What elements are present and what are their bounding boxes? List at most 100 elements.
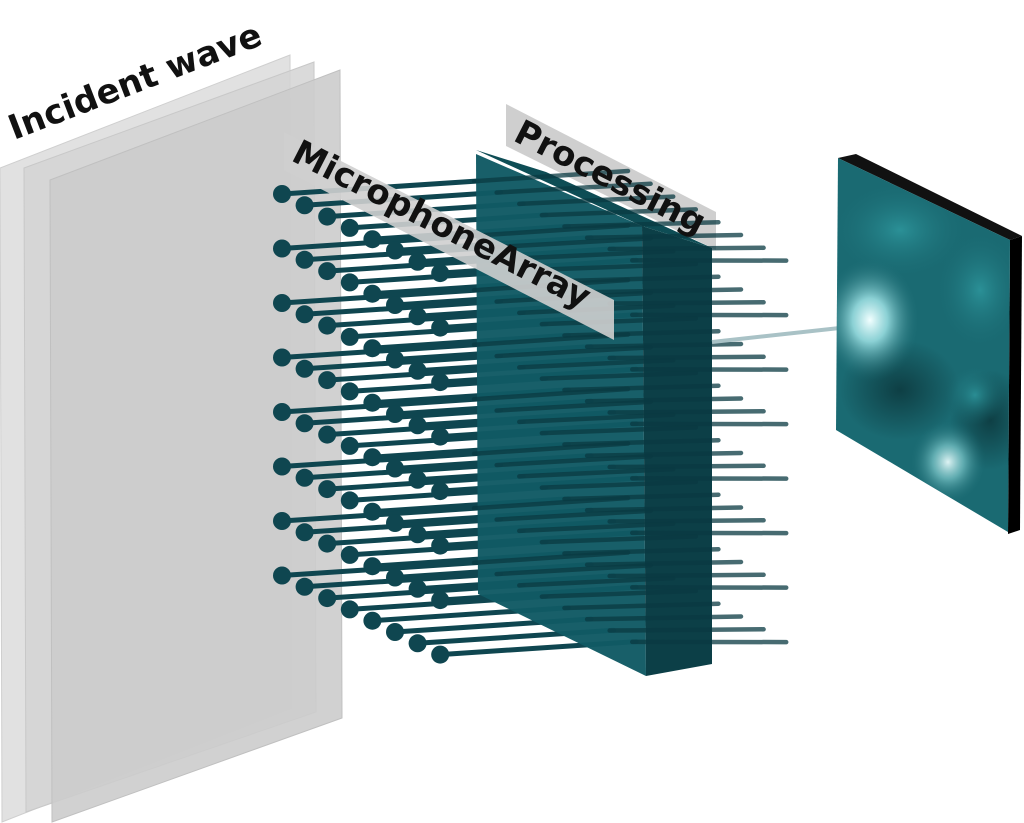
microphone-rod-tail bbox=[562, 328, 721, 338]
microphone-rod-tail bbox=[517, 575, 676, 588]
microphone-head bbox=[431, 591, 450, 610]
microphone-rod-tail bbox=[539, 588, 699, 599]
microphone-rod-tail bbox=[584, 450, 744, 459]
microphone-rod-tail bbox=[471, 168, 631, 184]
microphone-rod-tail bbox=[539, 207, 699, 218]
microphone-head bbox=[408, 416, 427, 435]
microphone-head bbox=[340, 382, 359, 401]
microphone-head bbox=[318, 207, 337, 226]
microphone-head bbox=[273, 457, 291, 476]
microphone-rod-tail bbox=[607, 572, 766, 579]
microphone-rod-tail bbox=[607, 627, 766, 633]
microphone-rod-tail bbox=[584, 341, 744, 350]
microphone-rod-tail bbox=[584, 614, 744, 622]
microphone-head bbox=[273, 348, 291, 367]
microphone-rod-tail bbox=[539, 534, 699, 545]
microphone-rod-tail bbox=[562, 546, 721, 556]
microphone-head bbox=[318, 589, 337, 608]
microphone-rod-tail bbox=[539, 261, 699, 272]
microphone-rod-tail bbox=[607, 300, 766, 306]
microphone-rod-tail bbox=[517, 466, 676, 479]
processing-label-band bbox=[506, 104, 716, 250]
microphone-head bbox=[318, 425, 337, 444]
microphone-heads bbox=[273, 185, 450, 664]
microphone-rod-tail bbox=[494, 345, 653, 359]
microphone-head bbox=[318, 316, 337, 335]
microphone-rod-tail bbox=[584, 287, 744, 295]
microphone-head bbox=[318, 262, 337, 281]
microphone-head bbox=[340, 218, 359, 237]
microphone-rod-tail bbox=[517, 248, 676, 261]
microphone-head bbox=[363, 557, 382, 576]
microphone-head bbox=[431, 536, 450, 555]
microphone-rod-tail bbox=[471, 441, 631, 457]
microphone-rod-tail bbox=[494, 399, 653, 413]
microphone-rod-tail bbox=[584, 232, 744, 241]
microphone-head bbox=[431, 645, 450, 664]
microphone-head bbox=[363, 393, 382, 412]
microphone-rod-tail bbox=[607, 409, 766, 415]
acoustic-map-intensity bbox=[836, 180, 1010, 504]
microphone-head bbox=[273, 566, 291, 585]
microphone-head bbox=[386, 296, 404, 314]
microphone-rod-tail bbox=[562, 219, 721, 229]
microphone-head bbox=[273, 403, 291, 421]
microphone-rod-tail bbox=[517, 521, 676, 534]
microphone-rod-tail bbox=[562, 492, 721, 502]
microphone-rod-tail bbox=[471, 386, 631, 402]
microphone-head bbox=[408, 579, 427, 598]
microphone-head bbox=[408, 252, 427, 271]
microphone-head bbox=[408, 307, 427, 326]
microphone-head bbox=[408, 470, 427, 489]
microphone-head bbox=[318, 371, 337, 390]
microphone-rod-tail bbox=[539, 425, 699, 436]
microphone-head bbox=[408, 634, 427, 653]
microphone-head bbox=[295, 196, 314, 215]
wave-plane-front bbox=[49, 69, 343, 823]
microphone-rod-tail bbox=[517, 412, 676, 425]
microphone-rod-tail bbox=[607, 354, 766, 361]
microphone-head bbox=[340, 545, 359, 564]
microphone-rod-tail bbox=[584, 505, 744, 513]
microphone-rod-tail bbox=[584, 396, 744, 404]
microphone-head bbox=[295, 359, 314, 378]
microphone-head bbox=[363, 284, 382, 303]
microphone-rod-tail bbox=[471, 495, 631, 511]
microphone-head bbox=[340, 600, 359, 619]
microphone-head bbox=[363, 502, 382, 521]
microphone-rod-tail bbox=[494, 563, 653, 577]
microphone-head bbox=[340, 327, 359, 346]
microphone-rod-tail bbox=[471, 332, 631, 348]
output-beam bbox=[711, 324, 859, 344]
microphone-rod-tail bbox=[494, 236, 653, 250]
microphone-head bbox=[386, 459, 404, 478]
microphone-rod-tail bbox=[607, 518, 766, 524]
microphone-rod-tail bbox=[494, 508, 653, 522]
microphone-head bbox=[295, 305, 314, 324]
microphone-head bbox=[363, 339, 382, 358]
microphone-rod-tail bbox=[562, 274, 721, 284]
microphone-head bbox=[273, 185, 291, 203]
microphone-head bbox=[295, 250, 314, 269]
microphone-head bbox=[295, 414, 314, 433]
microphone-head bbox=[318, 534, 337, 553]
microphone-rod-tail bbox=[471, 550, 631, 566]
acoustic-map bbox=[836, 154, 1022, 534]
microphone-rod-tail bbox=[494, 181, 653, 195]
microphone-head bbox=[363, 611, 382, 630]
microphone-rod-tail bbox=[517, 194, 676, 207]
acoustic-map-edge bbox=[838, 154, 1022, 240]
microphone-array-label-band bbox=[284, 132, 614, 340]
microphone-head bbox=[386, 568, 404, 587]
incident-wave-planes bbox=[0, 54, 343, 823]
microphone-rod-tail bbox=[607, 245, 766, 252]
microphone-rod-tail bbox=[562, 437, 721, 447]
microphone-head bbox=[273, 239, 291, 258]
microphone-head bbox=[295, 577, 314, 596]
microphone-rods-overlay bbox=[471, 168, 789, 645]
microphone-rod-tail bbox=[539, 316, 699, 327]
microphone-head bbox=[363, 448, 382, 467]
microphone-head bbox=[431, 373, 450, 392]
microphone-rod-tail bbox=[494, 454, 653, 468]
microphone-rod-tail bbox=[584, 559, 744, 568]
